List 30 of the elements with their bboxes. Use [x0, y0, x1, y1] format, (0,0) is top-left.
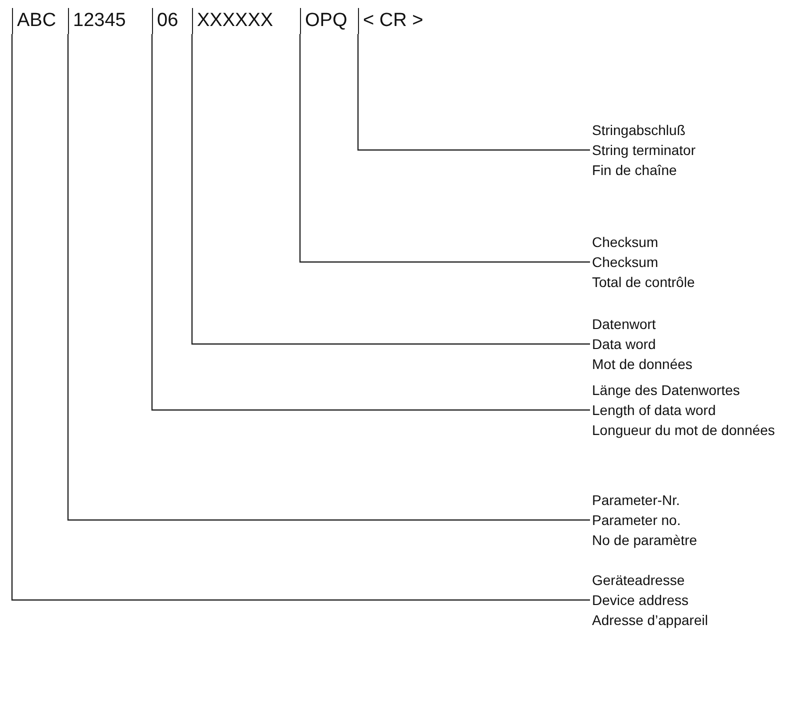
description-text: Datenwort: [592, 315, 657, 334]
leader-line: [299, 34, 590, 263]
description-text: Device address: [592, 591, 690, 610]
string-field: < CR >: [358, 8, 438, 34]
description-text: Mot de données: [592, 355, 694, 374]
description-text: Total de contrôle: [592, 273, 696, 292]
description-text: Fin de chaîne: [592, 161, 678, 180]
description-text: Checksum: [592, 253, 660, 272]
leader-line: [357, 34, 590, 151]
string-field: 06: [152, 8, 192, 34]
description-text: Länge des Datenwortes: [592, 381, 741, 400]
description-text: Parameter no.: [592, 511, 682, 530]
description-text: Longueur du mot de données: [592, 421, 776, 440]
string-field: XXXXXX: [192, 8, 300, 34]
description-text: Data word: [592, 335, 657, 354]
string-field: ABC: [12, 8, 68, 34]
leader-line: [11, 34, 590, 601]
description-text: No de paramètre: [592, 531, 698, 550]
leader-line: [151, 34, 590, 411]
description-text: Adresse d’appareil: [592, 611, 709, 630]
string-field: 12345: [68, 8, 152, 34]
leader-line: [67, 34, 590, 521]
description-text: String terminator: [592, 141, 696, 160]
leader-line: [191, 34, 590, 345]
string-field: OPQ: [300, 8, 358, 34]
description-text: Geräteadresse: [592, 571, 686, 590]
description-text: Checksum: [592, 233, 660, 252]
description-text: Parameter-Nr.: [592, 491, 681, 510]
description-text: Stringabschluß: [592, 121, 686, 140]
description-text: Length of data word: [592, 401, 717, 420]
